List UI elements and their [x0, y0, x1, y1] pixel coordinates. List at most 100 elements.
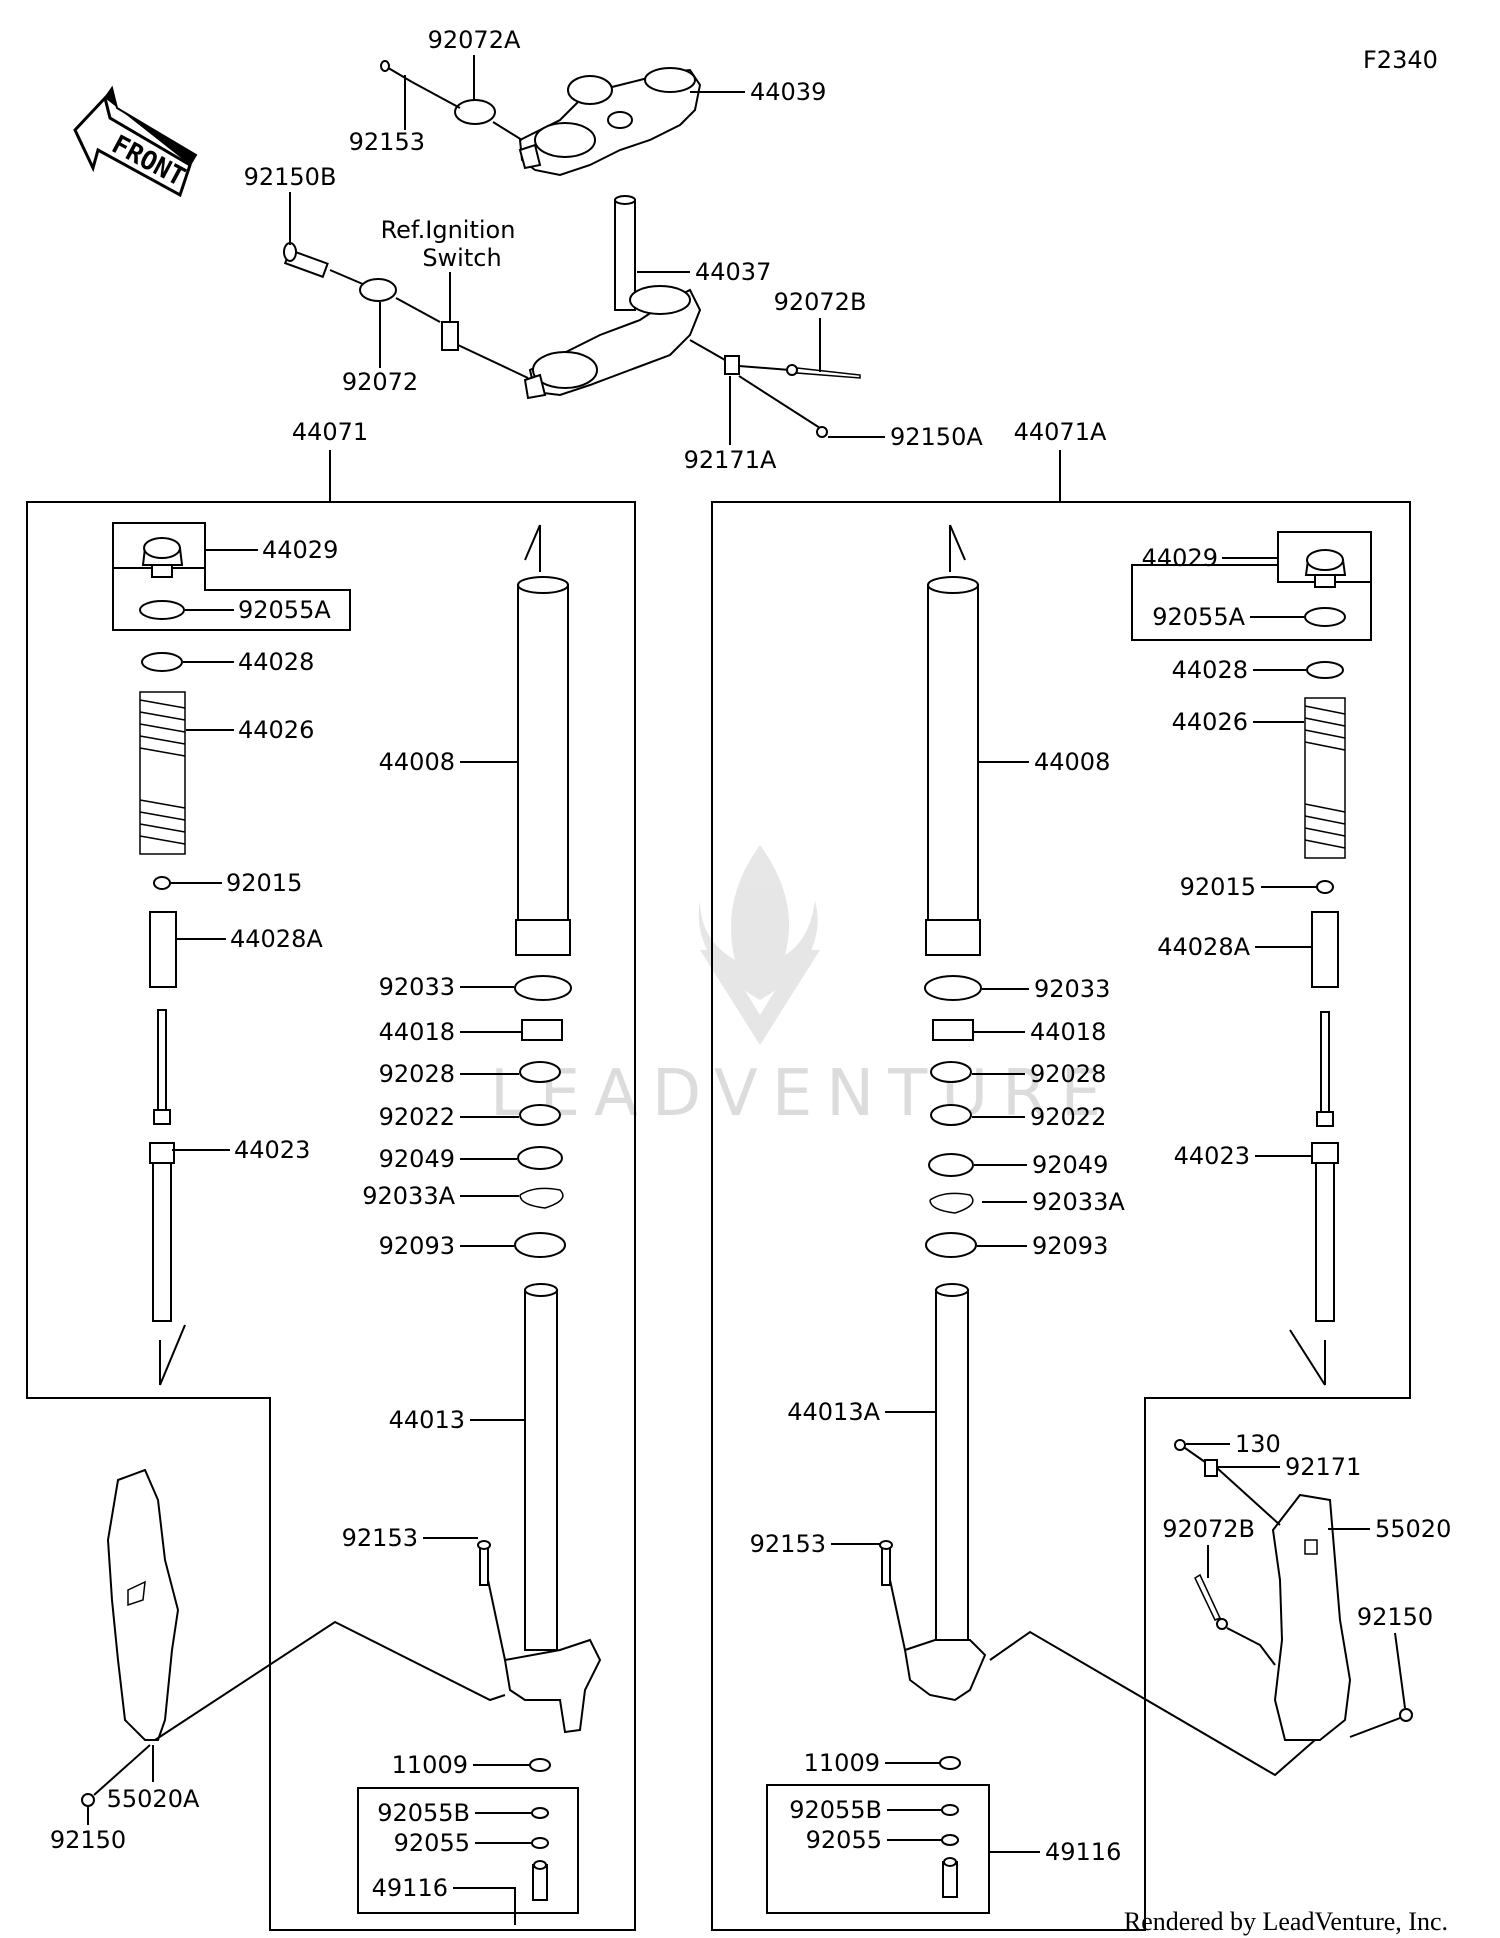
left-oring-92055[interactable] [531, 1837, 549, 1849]
right-label-92153: 92153 [750, 1530, 826, 1558]
left-assembly-frame [26, 501, 636, 1931]
clamp-92072[interactable] [359, 278, 397, 302]
right-label-44026: 44026 [1172, 708, 1248, 736]
label-44037: 44037 [695, 258, 771, 286]
left-circlip-92033a[interactable] [519, 1187, 564, 1209]
left-label-11009: 11009 [392, 1751, 468, 1779]
right-label-92022: 92022 [1030, 1103, 1106, 1131]
left-bolt-92153[interactable] [477, 1540, 491, 1586]
figure-code: F2340 [1363, 46, 1438, 74]
left-oring-11009[interactable] [529, 1758, 551, 1772]
right-label-44018: 44018 [1030, 1018, 1106, 1046]
left-label-44028a: 44028A [230, 925, 323, 953]
right-fork-guard-55020[interactable] [1271, 1493, 1352, 1741]
right-circlip-92033a[interactable] [929, 1192, 974, 1214]
right-oring-11009[interactable] [939, 1756, 961, 1770]
right-label-11009: 11009 [804, 1749, 880, 1777]
clamp-92072a[interactable] [454, 99, 496, 125]
right-washer-44028[interactable] [1306, 661, 1344, 679]
left-washer-92022[interactable] [519, 1104, 561, 1126]
left-label-92093: 92093 [379, 1232, 455, 1260]
clamp-92171a[interactable] [724, 355, 740, 375]
label-92072: 92072 [342, 368, 418, 396]
left-spacer-44028a[interactable] [149, 911, 177, 988]
right-label-92028: 92028 [1030, 1060, 1106, 1088]
left-oring-92055b[interactable] [531, 1807, 549, 1819]
ignition-switch-bracket[interactable] [441, 321, 459, 351]
nut-92150a[interactable] [816, 426, 828, 438]
right-clamp-92171[interactable] [1204, 1459, 1218, 1477]
label-92072b-top: 92072B [774, 288, 867, 316]
right-inner-tube-44013a[interactable] [903, 1283, 987, 1702]
left-label-44023: 44023 [234, 1136, 310, 1164]
cable-tie-92072b[interactable] [786, 364, 861, 379]
right-label-92015: 92015 [1180, 873, 1256, 901]
label-asm-right: 44071A [1014, 418, 1107, 446]
right-bolt-92153[interactable] [879, 1540, 893, 1586]
right-dust-seal-92093[interactable] [925, 1232, 977, 1258]
right-oring-92055a[interactable] [1304, 607, 1346, 627]
steering-stem-lower-clamp[interactable] [523, 195, 702, 400]
left-valve-49116[interactable] [532, 1860, 548, 1901]
right-label-92055b: 92055B [789, 1796, 882, 1824]
right-oring-92055[interactable] [941, 1834, 959, 1846]
left-oil-seal-92049[interactable] [517, 1146, 563, 1170]
left-label-92015: 92015 [226, 869, 302, 897]
right-bushing-44018[interactable] [932, 1019, 974, 1041]
right-cable-tie-92072b[interactable] [1194, 1573, 1228, 1630]
left-label-92033: 92033 [379, 973, 455, 1001]
right-label-44028a: 44028A [1157, 933, 1250, 961]
left-label-92055: 92055 [394, 1829, 470, 1857]
left-bushing-92028[interactable] [519, 1061, 561, 1083]
left-spring-44026[interactable] [139, 691, 186, 855]
left-fork-guard-55020a[interactable] [106, 1468, 180, 1741]
right-label-49116: 49116 [1045, 1838, 1121, 1866]
right-label-92150: 92150 [1357, 1603, 1433, 1631]
upper-triple-clamp[interactable] [518, 67, 702, 177]
right-outer-tube-44008[interactable] [925, 576, 981, 956]
left-label-55020a: 55020A [107, 1785, 200, 1813]
right-oring-92033[interactable] [924, 975, 982, 1001]
right-spring-44026[interactable] [1304, 697, 1346, 859]
left-outer-tube-44008[interactable] [515, 576, 571, 956]
right-label-92072b: 92072B [1162, 1515, 1255, 1543]
front-arrow-icon: FRONT [73, 85, 198, 198]
left-label-92022: 92022 [379, 1103, 455, 1131]
left-fork-cap-44029[interactable] [141, 537, 184, 578]
right-assembly-frame [711, 501, 1411, 1931]
left-washer-44028[interactable] [141, 652, 183, 672]
right-damper-cartridge-44023[interactable] [1311, 1011, 1339, 1322]
left-oring-92033[interactable] [514, 975, 572, 1001]
right-label-44008: 44008 [1034, 748, 1110, 776]
left-nut-92015[interactable] [153, 876, 171, 890]
bolt-92153-top[interactable] [380, 60, 413, 83]
label-92171a: 92171A [684, 446, 777, 474]
left-label-92028: 92028 [379, 1060, 455, 1088]
left-bushing-44018[interactable] [521, 1019, 563, 1041]
bolt-92150b[interactable] [283, 242, 329, 279]
left-oring-92055a[interactable] [139, 600, 185, 620]
right-valve-49116[interactable] [942, 1857, 958, 1898]
right-washer-92022[interactable] [930, 1104, 972, 1126]
left-label-92055b: 92055B [377, 1799, 470, 1827]
right-screw-130[interactable] [1174, 1439, 1186, 1451]
right-bolt-92150[interactable] [1399, 1708, 1413, 1722]
ref-note-line2: Switch [422, 244, 501, 272]
ref-note-line1: Ref.Ignition [381, 216, 516, 244]
left-bolt-92150[interactable] [81, 1793, 95, 1807]
right-label-55020: 55020 [1375, 1515, 1451, 1543]
right-spacer-44028a[interactable] [1311, 911, 1339, 988]
right-label-44013a: 44013A [787, 1398, 880, 1426]
left-damper-cartridge-44023[interactable] [149, 1009, 175, 1322]
left-inner-tube-44013[interactable] [503, 1283, 602, 1734]
right-nut-92015[interactable] [1316, 880, 1334, 894]
right-label-44023: 44023 [1174, 1142, 1250, 1170]
right-oil-seal-92049[interactable] [928, 1153, 974, 1177]
left-label-44008: 44008 [379, 748, 455, 776]
left-label-44013: 44013 [389, 1406, 465, 1434]
right-bushing-92028[interactable] [930, 1061, 972, 1083]
right-oring-92055b[interactable] [941, 1804, 959, 1816]
right-fork-cap-44029[interactable] [1304, 549, 1347, 588]
left-dust-seal-92093[interactable] [514, 1232, 566, 1258]
